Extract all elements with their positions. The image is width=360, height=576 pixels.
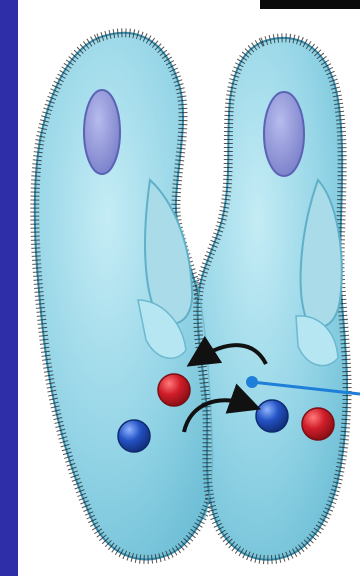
right-macronucleus <box>264 92 304 176</box>
top-dark-bar <box>260 0 360 9</box>
right-blue-micronucleus <box>256 400 288 432</box>
left-blue-micronucleus <box>118 420 150 452</box>
left-border-bar <box>0 0 18 576</box>
right-red-micronucleus <box>302 408 334 440</box>
left-red-micronucleus <box>158 374 190 406</box>
left-macronucleus <box>84 90 120 174</box>
